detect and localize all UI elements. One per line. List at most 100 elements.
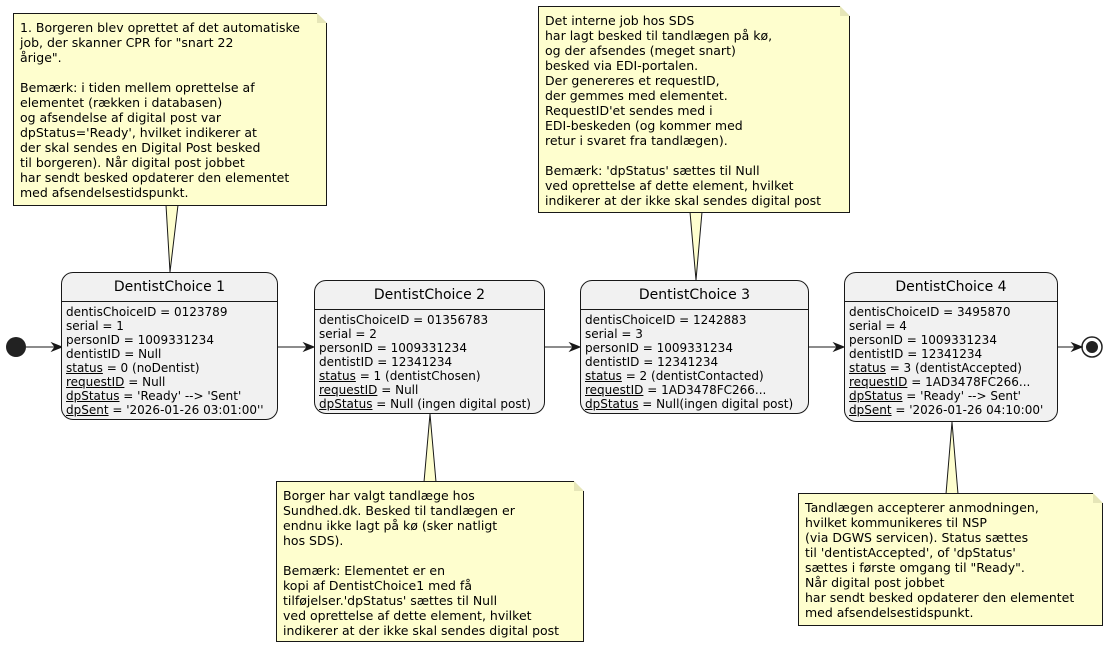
attribute-row: dentisChoiceID = 0123789 [66,305,273,319]
attribute-value: = 1 [98,319,124,333]
attribute-key: personID [319,341,373,355]
state-attributes: dentisChoiceID = 3495870 serial = 4 pers… [845,302,1057,417]
attribute-key: personID [585,341,639,355]
attribute-row: serial = 2 [319,327,540,341]
attribute-value: = 1AD3478FC266... [643,383,767,397]
attribute-key: dpStatus [66,389,120,403]
state-dentistchoice-1: DentistChoice 1 dentisChoiceID = 0123789… [61,272,278,420]
attribute-row: dentistID = 12341234 [849,347,1053,361]
attribute-row: dpStatus = 'Ready' --> Sent' [849,389,1053,403]
note-dentistchoice-1: 1. Borgeren blev oprettet af det automat… [13,13,327,206]
attribute-row: serial = 4 [849,319,1053,333]
attribute-value: = 1009331234 [902,333,997,347]
state-dentistchoice-3: DentistChoice 3 dentisChoiceID = 1242883… [580,280,809,414]
attribute-value: = 3495870 [939,305,1011,319]
attribute-key: requestID [849,375,908,389]
attribute-key: status [585,369,622,383]
attribute-key: personID [66,333,120,347]
attribute-row: personID = 1009331234 [319,341,540,355]
attribute-key: dentistID [585,355,640,369]
attribute-row: dpSent = '2026-01-26 04:10:00' [849,403,1053,417]
attribute-value: = 1 (dentistChosen) [355,369,481,383]
note-dentistchoice-2: Borger har valgt tandlæge hos Sundhed.dk… [276,481,584,642]
attribute-key: dpSent [66,403,109,417]
attribute-value: = 2 [351,327,377,341]
note-1-connector [165,204,179,273]
attribute-row: personID = 1009331234 [849,333,1053,347]
attribute-value: = 12341234 [903,347,983,361]
start-node [6,337,26,357]
attribute-value: = 1009331234 [372,341,467,355]
state-dentistchoice-4: DentistChoice 4 dentisChoiceID = 3495870… [844,272,1058,422]
attribute-row: dpStatus = Null (ingen digital post) [319,397,540,411]
attribute-row: personID = 1009331234 [585,341,804,355]
attribute-key: dpStatus [585,397,639,411]
attribute-value: = '2026-01-26 03:01:00'' [108,403,264,417]
attribute-value: = 2 (dentistContacted) [621,369,764,383]
state-title: DentistChoice 1 [62,273,277,302]
attribute-key: dentisChoiceID [849,305,940,319]
attribute-value: = 01356783 [409,313,489,327]
attribute-value: = 1009331234 [638,341,733,355]
attribute-key: status [849,361,886,375]
attribute-key: dpSent [849,403,892,417]
attribute-value: = 0123789 [156,305,228,319]
attribute-value: = 1242883 [675,313,747,327]
attribute-value: = 'Ready' --> Sent' [902,389,1021,403]
attribute-key: status [66,361,103,375]
attribute-key: dentisChoiceID [319,313,410,327]
attribute-row: status = 0 (noDentist) [66,361,273,375]
attribute-row: status = 3 (dentistAccepted) [849,361,1053,375]
attribute-key: dpStatus [319,397,373,411]
note-dentistchoice-3: Det interne job hos SDS har lagt besked … [538,6,850,213]
attribute-row: requestID = Null [66,375,273,389]
attribute-value: = 3 (dentistAccepted) [885,361,1022,375]
arrow-head [1070,341,1084,353]
attribute-key: serial [319,327,352,341]
attribute-row: dentisChoiceID = 01356783 [319,313,540,327]
attribute-key: dpStatus [849,389,903,403]
attribute-key: dentistID [849,347,904,361]
attribute-row: requestID = 1AD3478FC266... [849,375,1053,389]
state-title: DentistChoice 4 [845,273,1057,302]
attribute-row: serial = 3 [585,327,804,341]
attribute-row: status = 1 (dentistChosen) [319,369,540,383]
attribute-value: = 12341234 [639,355,719,369]
attribute-value: = Null [124,375,166,389]
state-attributes: dentisChoiceID = 1242883 serial = 3 pers… [581,310,808,411]
attribute-value: = Null (ingen digital post) [372,397,531,411]
attribute-key: dentisChoiceID [66,305,157,319]
attribute-value: = 4 [881,319,907,333]
attribute-key: dentistID [66,347,121,361]
state-attributes: dentisChoiceID = 0123789 serial = 1 pers… [62,302,277,417]
attribute-key: requestID [66,375,125,389]
attribute-row: requestID = 1AD3478FC266... [585,383,804,397]
attribute-key: requestID [319,383,378,397]
attribute-row: dpStatus = Null(ingen digital post) [585,397,804,411]
attribute-key: dentisChoiceID [585,313,676,327]
attribute-value: = 1AD3478FC266... [907,375,1031,389]
state-attributes: dentisChoiceID = 01356783 serial = 2 per… [315,310,544,411]
note-dentistchoice-4: Tandlægen accepterer anmodningen, hvilke… [798,493,1103,626]
state-title: DentistChoice 3 [581,281,808,310]
attribute-value: = Null [377,383,419,397]
attribute-row: personID = 1009331234 [66,333,273,347]
attribute-row: dentistID = Null [66,347,273,361]
attribute-value: = Null [120,347,162,361]
attribute-key: dentistID [319,355,374,369]
attribute-row: requestID = Null [319,383,540,397]
attribute-key: requestID [585,383,644,397]
arrow-head [50,341,64,353]
attribute-value: = 3 [617,327,643,341]
attribute-value: = Null(ingen digital post) [638,397,794,411]
note-4-connector [945,421,959,495]
end-node-inner [1086,341,1098,353]
attribute-value: = '2026-01-26 04:10:00' [891,403,1044,417]
attribute-value: = 0 (noDentist) [102,361,200,375]
attribute-key: serial [849,319,882,333]
attribute-value: = 1009331234 [119,333,214,347]
arrow-head [302,341,316,353]
state-dentistchoice-2: DentistChoice 2 dentisChoiceID = 0135678… [314,280,545,414]
